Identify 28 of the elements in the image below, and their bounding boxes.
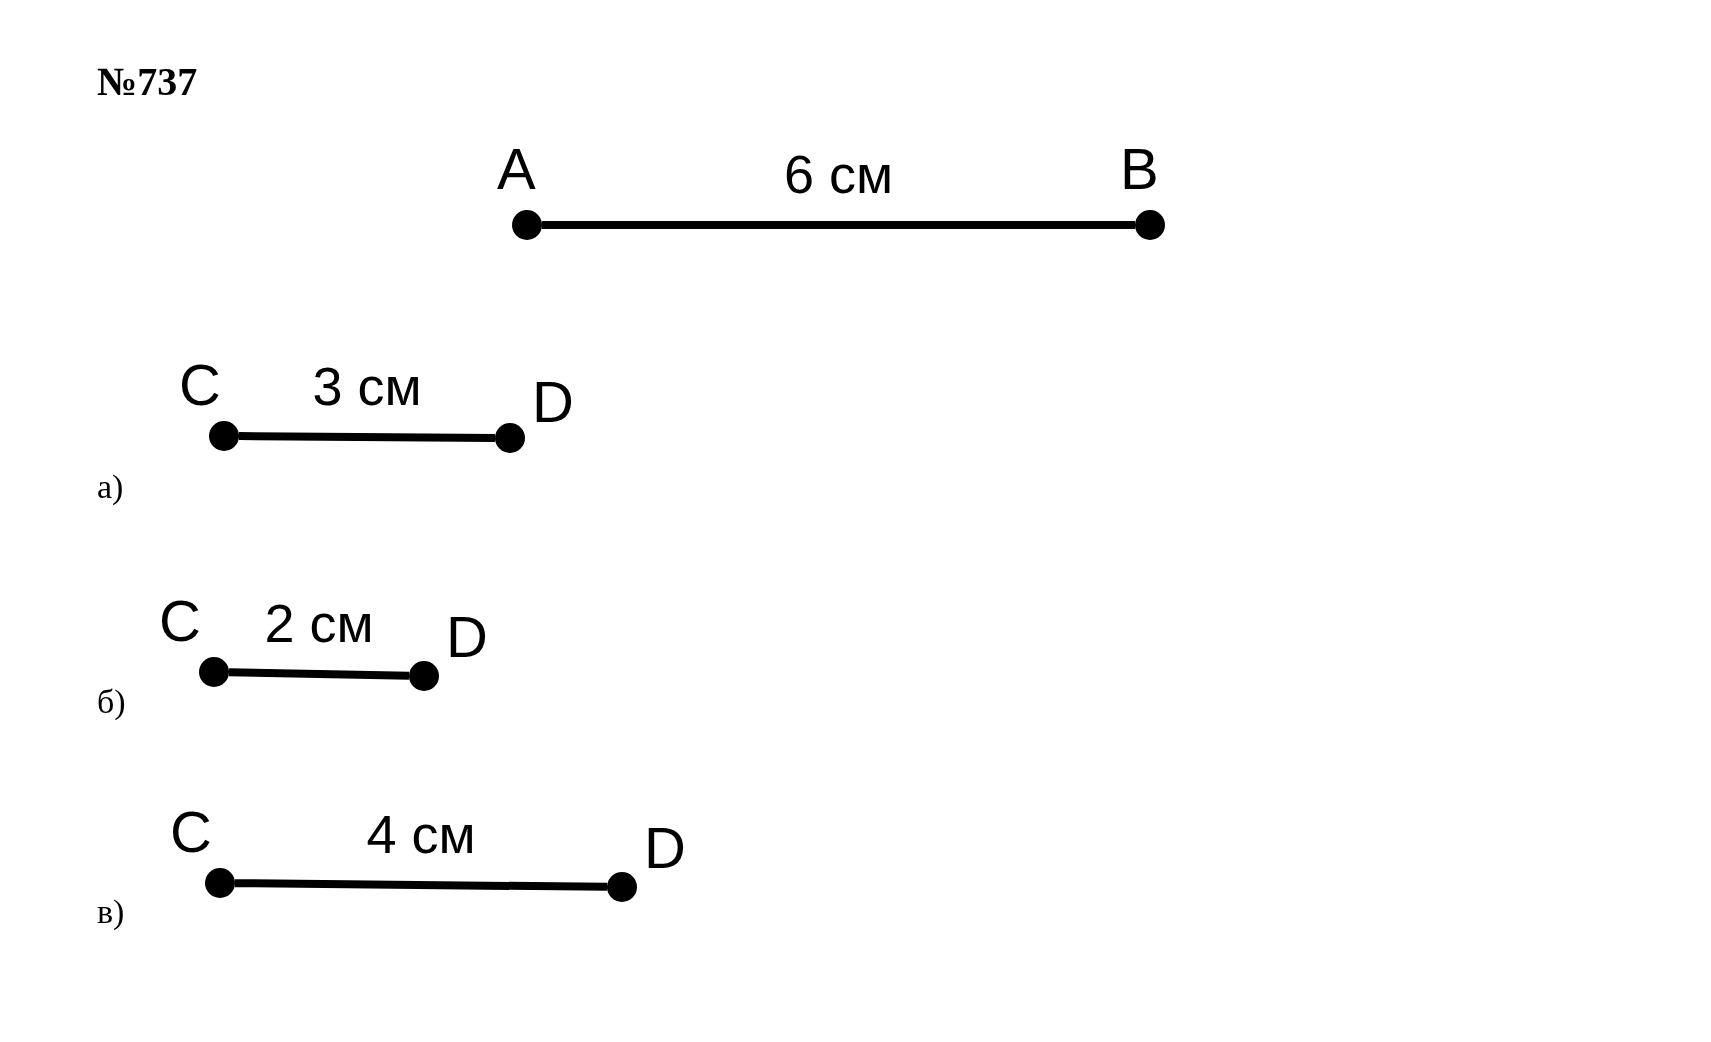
line-segment <box>228 668 410 680</box>
point-label: D <box>644 819 686 877</box>
point-label: C <box>179 356 221 414</box>
point-label: D <box>532 373 574 431</box>
point-label: B <box>1120 140 1159 198</box>
task-number: №737 <box>97 62 198 102</box>
point-dot <box>409 661 439 691</box>
point-dot <box>512 210 542 240</box>
item-label: б) <box>97 685 126 719</box>
point-label: D <box>446 608 488 666</box>
line-segment <box>234 879 608 891</box>
length-label: 4 см <box>366 807 476 861</box>
point-label: C <box>159 592 201 650</box>
point-dot <box>209 421 239 451</box>
item-label: а) <box>97 470 124 504</box>
point-dot <box>199 657 229 687</box>
line-segment <box>542 221 1135 229</box>
length-label: 3 см <box>312 359 422 413</box>
line-segment <box>238 432 496 442</box>
item-label: в) <box>97 895 125 929</box>
point-dot <box>607 872 637 902</box>
point-label: C <box>170 803 212 861</box>
length-label: 6 см <box>783 147 894 201</box>
point-label: A <box>497 140 536 198</box>
point-dot <box>1135 210 1165 240</box>
length-label: 2 см <box>264 596 374 650</box>
point-dot <box>495 423 525 453</box>
point-dot <box>205 868 235 898</box>
